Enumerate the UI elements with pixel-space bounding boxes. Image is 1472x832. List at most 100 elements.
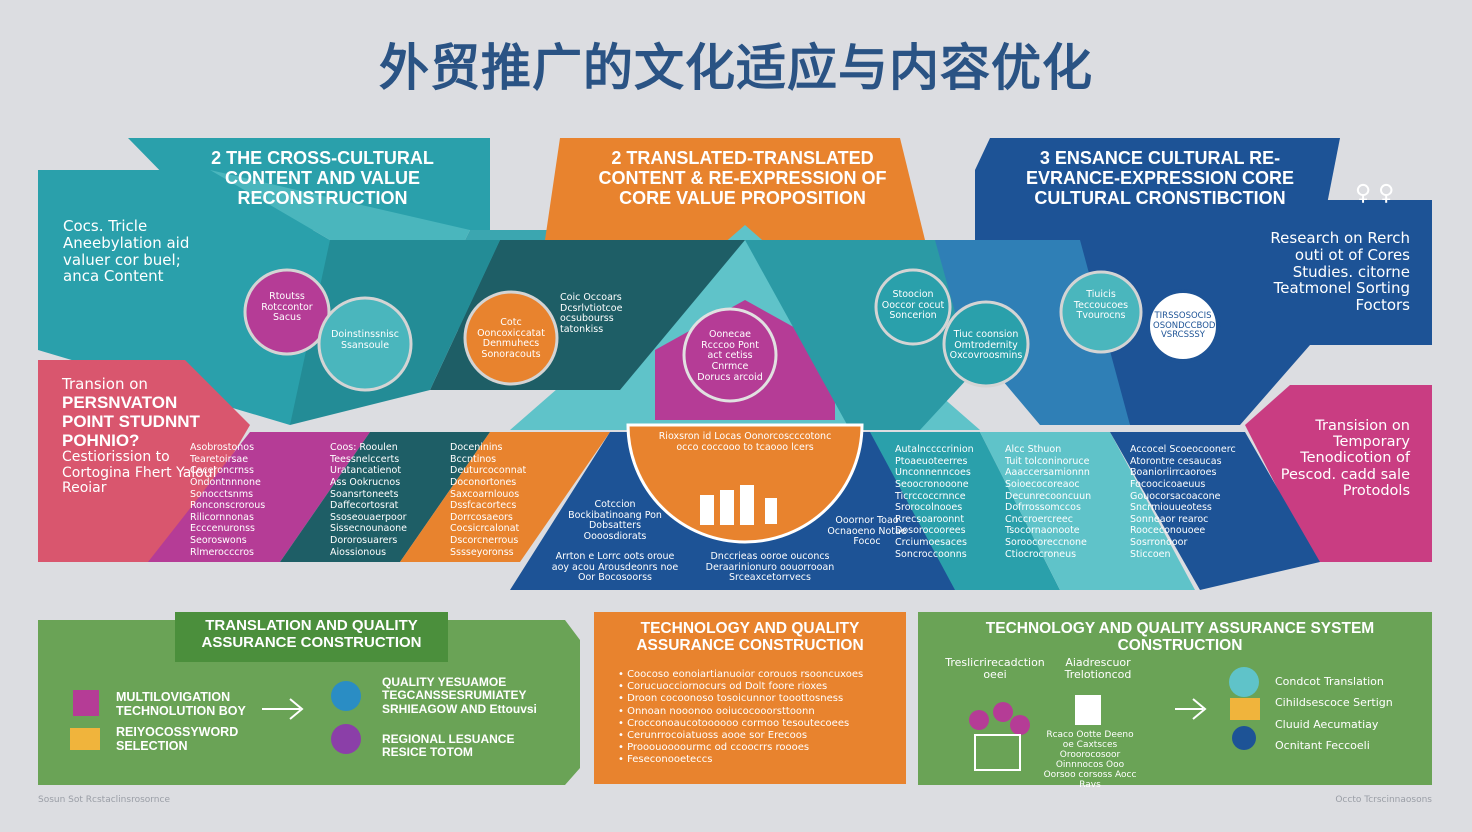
list-item: Seoroswons xyxy=(190,535,247,546)
band-head: Alcc Sthuon xyxy=(1005,444,1062,455)
cube-icon xyxy=(73,690,99,716)
circle-magenta-left xyxy=(243,268,331,356)
bottom-right-small-list: Rcaco Ootte Deeno oe Caxtsces Oroorocoso… xyxy=(1043,730,1137,791)
band-teal-2 xyxy=(980,432,1195,590)
list-item: Tearetoirsae xyxy=(190,453,249,465)
list-item: Ctiocrocroneus xyxy=(1005,548,1077,560)
side-text-right: Research on Rerch outi ot of Cores Studi… xyxy=(1270,229,1410,315)
circle-teal-right1 xyxy=(874,268,952,346)
list-item: • Corucuocciornocurs od Dolt foore rioxe… xyxy=(618,681,828,693)
arrow-icon xyxy=(262,698,304,720)
list-item: Rooceconouoee xyxy=(1130,525,1206,537)
list-item: Ticrccoccrnnce xyxy=(895,490,966,502)
circle-orange-center xyxy=(463,290,559,386)
list-item: Saxcoarnlouos xyxy=(450,488,520,500)
list-item: Daffecortosrat xyxy=(330,500,399,512)
panel-pink-right xyxy=(1245,385,1432,562)
list-item: Ass Ookrucnos xyxy=(330,476,401,488)
band-dark-teal xyxy=(280,432,490,562)
band-panel-3: Doceninins Bccntinos Deuturcoconnat Doco… xyxy=(450,442,545,559)
people-network-icon xyxy=(969,702,1030,771)
people-icon xyxy=(700,485,777,525)
circle-label: Doinstinssnisc Ssansoule xyxy=(331,329,399,351)
footer-right: Occto Tcrscinnaosons xyxy=(1335,795,1432,805)
bottom-left-item4: REGIONAL LESUANCE RESICE TOTOM xyxy=(382,732,515,760)
list-item: Decunrecooncuun xyxy=(1005,490,1092,502)
center-bottom-left: Arrton e Lorrc oots oroue aoy acou Arous… xyxy=(551,551,679,584)
list-item: Ssoseouaerpoor xyxy=(330,511,407,523)
list-item: Tsocornaonoote xyxy=(1005,525,1080,537)
list-item: Atorontre cesaucas xyxy=(1130,455,1222,467)
bottom-left-item2: REIYOCOSSYWORD SELECTION xyxy=(116,725,239,753)
list-item: • Feseconooeteccs xyxy=(618,754,713,766)
blue-panel-text: Cotccion Bockibatinoang Pon Dobsatters O… xyxy=(568,499,662,542)
list-item: Sissecnounaone xyxy=(330,523,408,535)
list-item: Seoocronooone xyxy=(895,478,969,490)
list-item: Soncroccoonns xyxy=(895,548,967,560)
list-item: Rrecsoaroonnt xyxy=(895,513,965,525)
band-head: Asobrostonos xyxy=(190,442,255,453)
bottom-right-heading: TECHNOLOGY AND QUALITY ASSURANCE SYSTEM … xyxy=(985,620,1375,655)
list-item: Soansrtoneets xyxy=(330,488,399,500)
list-item: Sticcoen xyxy=(1130,548,1171,560)
footer-left: Sosun Sot Rcstaclinsrosornce xyxy=(38,795,170,805)
list-item: Boanioriirrcaoroes xyxy=(1130,467,1217,479)
list-item: • Coocoso eonoiartianuoior corouos rsoon… xyxy=(618,669,864,680)
list-item: Soioecocoreaoc xyxy=(1005,478,1080,490)
globe-grid-icon xyxy=(331,724,361,754)
list-item: Dofrrossomccos xyxy=(1005,502,1081,514)
list-item: Ronconscrorous xyxy=(190,500,266,512)
bottom-right-col1: Treslicrirecadction oeei xyxy=(945,656,1045,682)
arrow-icon xyxy=(1175,698,1207,720)
band-teal-1 xyxy=(870,432,1060,590)
heading-translated: 2 TRANSLATED-TRANSLATED CONTENT & RE-EXP… xyxy=(598,148,887,209)
band-orange xyxy=(400,432,610,562)
band-head: Autalnccccrinion xyxy=(895,444,974,455)
band-panel-2: Coos: Rooulen Teessnelccerts Uratancatie… xyxy=(330,442,430,559)
bottom-panel-orange xyxy=(594,612,906,784)
banner-orange-center xyxy=(545,138,925,240)
list-item: • Onnoan nooonoo ooiucocooorsttoonn xyxy=(618,705,815,717)
circle-label: Oonecae Rcccoo Pont act cetiss Cnrmce Do… xyxy=(697,329,763,383)
pink-right-text: Transision on Temporary Tenodicotion of … xyxy=(1280,418,1410,499)
list-item: Cihildsescoce Sertign xyxy=(1275,696,1393,710)
list-item: Coceroncrnss xyxy=(190,465,254,477)
bottom-right-col2: Aiadrescuor Trelotioncod xyxy=(1064,656,1132,682)
bottom-panel-green-right xyxy=(918,612,1432,785)
center-bottom-right: Dnccrieas ooroe ouconcs Deraarinionuro o… xyxy=(705,551,835,584)
list-item: Dosorocoorees xyxy=(895,525,966,537)
circle-label: TIRSSOSOCIS OSONDCCBODS VSRCSSSY xyxy=(1153,311,1221,341)
globe-icon xyxy=(331,681,361,711)
list-item: Unconnenncoes xyxy=(895,467,971,479)
translate-icon xyxy=(1229,667,1259,697)
circle-label: Stoocion Ooccor cocut Soncerion xyxy=(881,289,945,322)
list-item: • Crocconoaucotoooooo cormoo tesoutecoee… xyxy=(618,717,850,729)
circle-label: Rtoutss Rotccontor Sacus xyxy=(261,291,313,324)
folder-icon xyxy=(1230,698,1260,720)
bottom-left-item1: MULTILOVIGATION TECHNOLUTION BOY xyxy=(116,690,246,718)
list-item: Deuturcoconnat xyxy=(450,465,527,477)
list-item: Teessnelccerts xyxy=(330,453,400,465)
list-item: • Droon cocoonoso tosoicunnor tooottosne… xyxy=(618,693,844,705)
list-item: Tuit tolconinoruce xyxy=(1005,455,1090,467)
list-item: Rlmerocccros xyxy=(190,546,254,558)
band-head: Doceninins xyxy=(450,442,503,453)
circle-teal-right3 xyxy=(1059,270,1143,354)
document-icon xyxy=(1075,695,1101,725)
half-circle-text: Rioxsron id Locas Oonorcoscccotonc occo … xyxy=(658,431,832,453)
circle-magenta-center xyxy=(682,307,778,403)
list-item: Cocsicrcalonat xyxy=(450,523,520,535)
heading-ensance: 3 ENSANCE CULTURAL RE-EVRANCE-EXPRESSION… xyxy=(1025,148,1295,209)
bottom-left-item3: QUALITY YESUAMOE TEGCANSSESRUMIATEY SRHI… xyxy=(382,675,537,716)
bottom-center-list: • Coocoso eonoiartianuoior corouos rsoon… xyxy=(618,668,898,767)
list-item: Doconortones xyxy=(450,476,517,488)
list-item: Ptoaeuoteerres xyxy=(895,455,968,467)
list-item: Rilicornnonas xyxy=(190,511,254,523)
list-item: Soroocoreccnone xyxy=(1005,537,1087,548)
list-item: Srorocolnooes xyxy=(895,502,963,514)
pink-left-line2: PERSNVATON POINT STUDNNT POHNIO? xyxy=(62,392,200,450)
list-item: Gouocorsacoacone xyxy=(1130,490,1221,502)
page-title: 外贸推广的文化适应与内容优化 xyxy=(379,39,1093,97)
panel-blue-right xyxy=(1040,200,1432,425)
